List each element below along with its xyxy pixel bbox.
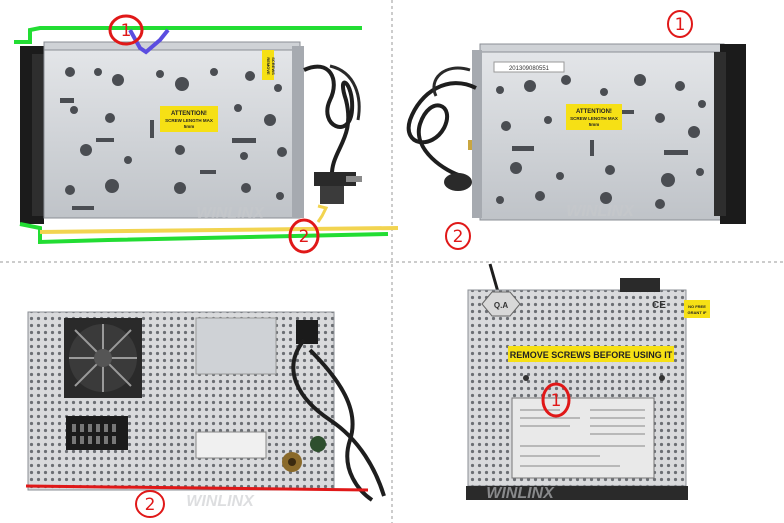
marker-2: 2 xyxy=(299,227,310,247)
cable xyxy=(406,81,477,178)
warranty-sticker xyxy=(684,300,710,318)
sticker-line: SCREW LENGTH MAX xyxy=(165,118,213,123)
cable-clamp xyxy=(296,320,318,344)
red-circle-1 xyxy=(667,10,693,38)
marker-1: 1 xyxy=(675,15,686,35)
sticker-title: ATTENTION! xyxy=(171,111,207,117)
panel-top-left: ATTENTION! SCREW LENGTH MAX 5mm REMOVE S… xyxy=(14,14,399,254)
marker-1: 1 xyxy=(121,21,132,41)
red-circle-1 xyxy=(541,382,571,418)
warranty-line: NO FREE xyxy=(688,304,706,309)
ce-mark: CE xyxy=(652,300,666,311)
watermark: WINLINX xyxy=(196,205,265,222)
white-connectors xyxy=(195,431,267,459)
serial-label xyxy=(493,61,565,73)
watermark: WINLINX xyxy=(486,485,555,502)
attention-sticker xyxy=(566,104,622,130)
wiring-label xyxy=(511,397,655,479)
cable xyxy=(303,64,355,179)
chassis-bottom xyxy=(466,486,688,500)
red-circle-2 xyxy=(445,222,471,250)
connector xyxy=(314,172,356,186)
yellow-line xyxy=(39,226,399,234)
chassis-side xyxy=(479,47,725,221)
side-tag-text: REMOVE xyxy=(266,57,271,75)
remove-screws-banner xyxy=(508,346,674,362)
panel-top-right: 201309080551 ATTENTION! SCREW LENGTH MAX… xyxy=(406,10,746,250)
green-bottom-line xyxy=(19,222,389,245)
label-plate xyxy=(195,317,277,375)
watermark: WINLINX xyxy=(566,203,635,220)
cable xyxy=(291,338,386,502)
sticker-line: SCREW LENGTH MAX xyxy=(570,116,618,121)
connector xyxy=(444,173,472,191)
qa-text: Q.A xyxy=(494,301,508,310)
chassis-holes xyxy=(496,74,706,209)
marker-2: 2 xyxy=(145,495,156,515)
antenna-wire xyxy=(488,263,500,293)
sticker-title: ATTENTION! xyxy=(576,109,612,115)
gps-port xyxy=(310,436,326,452)
red-circle-1 xyxy=(108,14,144,46)
side-tag xyxy=(262,50,274,80)
watermark: WINLINX xyxy=(186,493,255,510)
banner-text: REMOVE SCREWS BEFORE USING IT xyxy=(510,350,673,360)
chassis-holes xyxy=(60,67,287,210)
side-tag-text: SCREWS xyxy=(271,57,276,75)
green-top-line xyxy=(14,26,362,44)
iso-connector xyxy=(66,416,128,450)
attention-sticker xyxy=(160,106,218,132)
sticker-line: 5mm xyxy=(589,122,600,127)
panel-bottom-left: 2 WINLINX xyxy=(25,311,386,518)
marker-2: 2 xyxy=(453,227,464,247)
marker-1: 1 xyxy=(551,391,562,411)
warranty-line: GRANT IF xyxy=(688,310,707,315)
qa-badge xyxy=(481,291,521,317)
red-circle-2 xyxy=(135,490,165,518)
red-line xyxy=(25,484,369,492)
serial-number: 201309080551 xyxy=(509,66,550,72)
sticker-line: 5mm xyxy=(184,124,195,129)
red-circle-2 xyxy=(288,218,320,254)
panel-bottom-right: Q.A CE NO FREE GRANT IF REMOVE SCREWS BE… xyxy=(466,263,710,502)
